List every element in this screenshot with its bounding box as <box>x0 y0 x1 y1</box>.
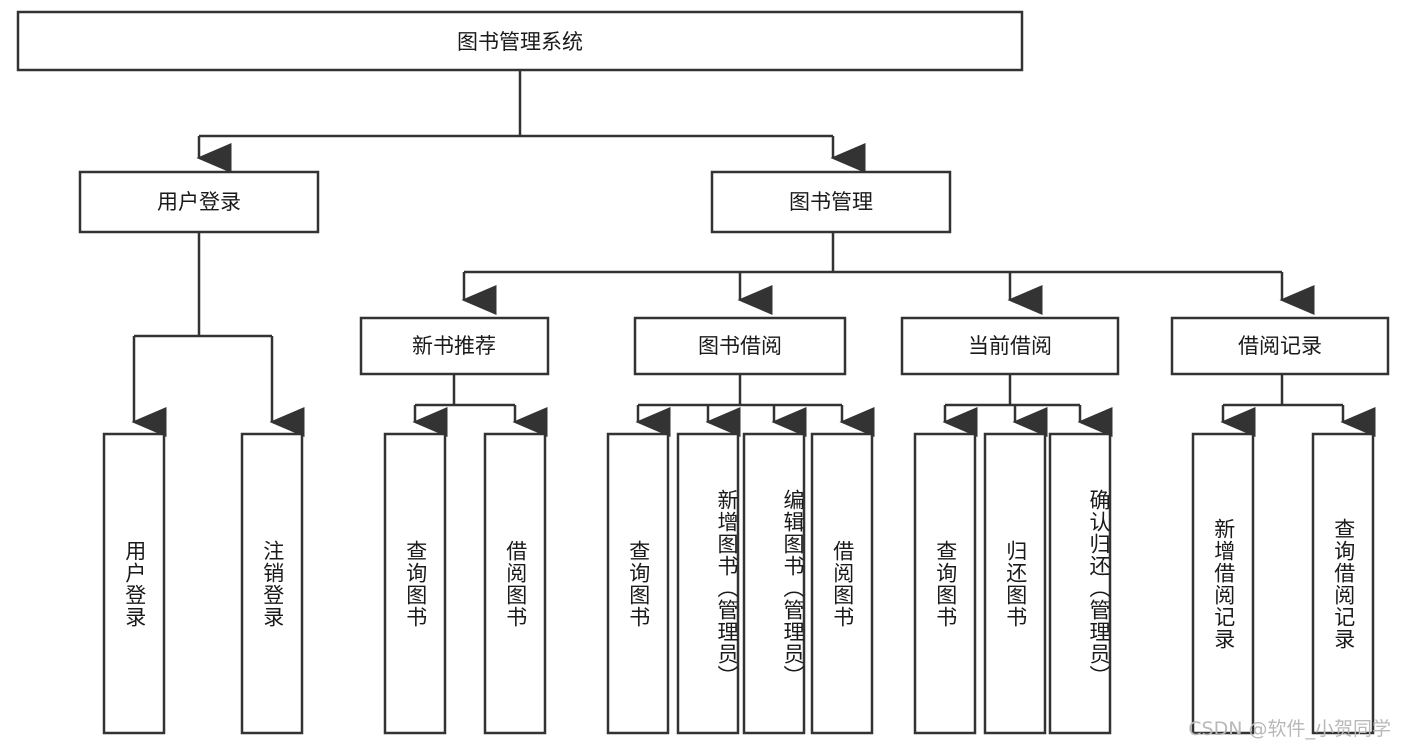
node-leaf-add-book-label: 新增图书（管理员） <box>715 488 739 687</box>
node-leaf-logout-login-box[interactable] <box>240 432 304 735</box>
node-user-login-label: 用户登录 <box>157 190 241 214</box>
node-leaf-borrow-book-1-box[interactable] <box>483 432 547 735</box>
connector-borrow-record-to-leaves <box>1220 374 1376 437</box>
node-leaf-query-book-3-label: 查询图书 <box>933 539 958 628</box>
node-root-box <box>16 10 1024 72</box>
node-leaf-add-record-label: 新增借阅记录 <box>1211 517 1236 650</box>
node-leaf-add-book-box[interactable] <box>676 432 740 735</box>
node-borrow-record[interactable]: 借阅记录 <box>1170 316 1390 376</box>
connector-root-to-level1 <box>196 70 866 173</box>
node-new-book-recommend[interactable]: 新书推荐 <box>359 316 550 376</box>
connector-book-borrow-to-leaves <box>635 374 875 437</box>
node-leaf-user-login-box[interactable] <box>102 432 166 735</box>
node-leaf-return-book-label: 归还图书 <box>1003 539 1028 628</box>
node-current-borrow-box <box>900 316 1120 376</box>
node-user-login[interactable]: 用户登录 <box>78 170 320 234</box>
node-leaf-borrow-book-2-label: 借阅图书 <box>830 539 855 628</box>
node-leaf-query-record-label: 查询借阅记录 <box>1331 517 1356 650</box>
node-book-manage[interactable]: 图书管理 <box>710 170 952 234</box>
node-book-manage-label: 图书管理 <box>789 190 873 214</box>
node-leaf-confirm-return-label: 确认归还（管理员） <box>1087 488 1111 687</box>
connector-user-login-to-leaves <box>131 232 305 437</box>
node-leaf-edit-book-label: 编辑图书（管理员） <box>781 488 805 687</box>
node-leaf-edit-book-box[interactable] <box>742 432 806 735</box>
node-root-label: 图书管理系统 <box>457 30 583 54</box>
node-leaf-query-book-1-box[interactable] <box>383 432 447 735</box>
node-book-borrow-box <box>633 316 847 376</box>
node-new-book-recommend-label: 新书推荐 <box>412 334 496 358</box>
node-leaf-query-book-1-label: 查询图书 <box>403 539 428 628</box>
node-leaf-logout-login-label: 注销登录 <box>260 539 285 628</box>
connector-new-book-recommend-to-leaves <box>412 374 548 437</box>
node-leaf-query-book-2-label: 查询图书 <box>626 539 651 628</box>
node-leaf-query-book-2-box[interactable] <box>606 432 670 735</box>
node-borrow-record-label: 借阅记录 <box>1238 334 1322 358</box>
connector-current-borrow-to-leaves <box>942 374 1113 437</box>
node-root[interactable]: 图书管理系统 <box>16 10 1024 72</box>
node-leaf-borrow-book-1-label: 借阅图书 <box>503 539 528 628</box>
node-new-book-recommend-box <box>359 316 550 376</box>
node-book-borrow-label: 图书借阅 <box>698 334 782 358</box>
node-leaf-confirm-return-box[interactable] <box>1048 432 1112 735</box>
node-leaf-add-record-box[interactable] <box>1191 432 1255 735</box>
node-leaf-return-book-box[interactable] <box>983 432 1047 735</box>
node-leaf-user-login-label: 用户登录 <box>122 539 147 628</box>
node-current-borrow[interactable]: 当前借阅 <box>900 316 1120 376</box>
node-leaf-borrow-book-2-box[interactable] <box>810 432 874 735</box>
node-leaf-query-record-box[interactable] <box>1311 432 1375 735</box>
connector-book-manage-to-level2 <box>461 232 1315 315</box>
node-book-borrow[interactable]: 图书借阅 <box>633 316 847 376</box>
node-current-borrow-label: 当前借阅 <box>968 334 1052 358</box>
node-borrow-record-box <box>1170 316 1390 376</box>
leaf-boxes <box>102 432 1375 735</box>
node-user-login-box <box>78 170 320 234</box>
node-book-manage-box <box>710 170 952 234</box>
node-leaf-query-book-3-box[interactable] <box>913 432 977 735</box>
